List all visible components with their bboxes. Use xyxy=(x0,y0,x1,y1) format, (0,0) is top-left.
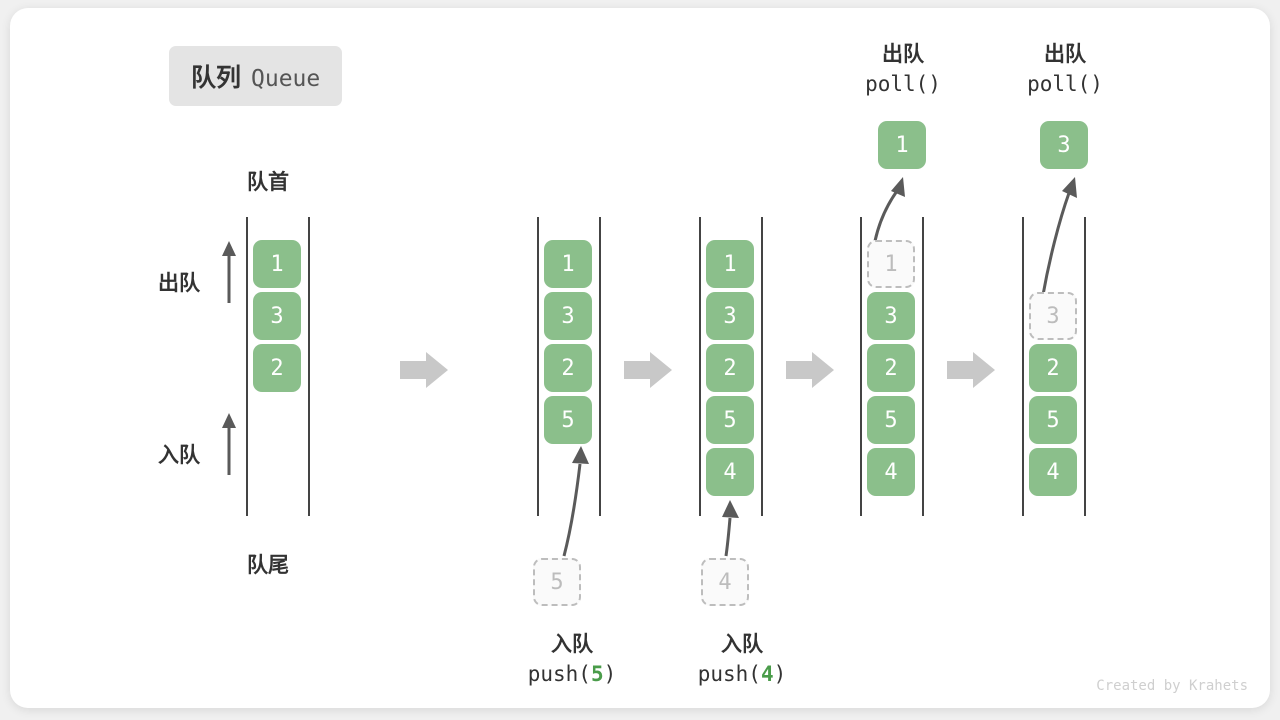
title-chinese: 队列 xyxy=(191,63,242,92)
operation-cn: 入队 xyxy=(721,632,763,656)
operation-label-poll-2: 出队 poll() xyxy=(975,38,1155,96)
operation-signature: poll() xyxy=(865,72,941,96)
queue-cell: 5 xyxy=(706,396,754,444)
queue-cell: 3 xyxy=(706,292,754,340)
rail-right-col5 xyxy=(1084,217,1086,516)
transition-arrow-icon xyxy=(947,352,995,388)
footer-credit: Created by Krahets xyxy=(1096,678,1248,694)
rail-right-col3 xyxy=(761,217,763,516)
operation-signature: push(4) xyxy=(697,662,787,686)
dequeue-arrow-col4 xyxy=(873,177,905,242)
rail-left-col5 xyxy=(1022,217,1024,516)
queue-cell: 5 xyxy=(1029,396,1077,444)
rail-right-col1 xyxy=(308,217,310,516)
incoming-element-ghost: 4 xyxy=(701,558,749,606)
queue-cell-ghost: 3 xyxy=(1029,292,1077,340)
operation-cn: 出队 xyxy=(1044,42,1086,66)
enqueue-direction-arrow xyxy=(222,413,236,475)
dequeue-arrow-col5 xyxy=(1041,177,1077,296)
queue-cell: 2 xyxy=(253,344,301,392)
operation-signature: push(5) xyxy=(527,662,617,686)
queue-cell: 1 xyxy=(706,240,754,288)
queue-cell: 3 xyxy=(544,292,592,340)
queue-cell: 1 xyxy=(253,240,301,288)
queue-cell-ghost: 1 xyxy=(867,240,915,288)
operation-cn: 出队 xyxy=(882,42,924,66)
rail-right-col2 xyxy=(599,217,601,516)
queue-cell: 4 xyxy=(867,448,915,496)
rail-left-col4 xyxy=(860,217,862,516)
transition-arrow-icon xyxy=(400,352,448,388)
queue-cell: 5 xyxy=(867,396,915,444)
enqueue-direction-label: 入队 xyxy=(158,443,200,467)
dequeue-direction-label: 出队 xyxy=(158,271,200,295)
rail-left-col2 xyxy=(537,217,539,516)
queue-cell: 2 xyxy=(706,344,754,392)
queue-cell: 3 xyxy=(867,292,915,340)
enqueue-arrow-col2 xyxy=(562,446,589,557)
rail-left-col1 xyxy=(246,217,248,516)
diagram-title-badge: 队列 Queue xyxy=(169,46,343,106)
queue-cell: 1 xyxy=(544,240,592,288)
queue-cell: 3 xyxy=(253,292,301,340)
title-english: Queue xyxy=(251,66,321,92)
operation-label-push5: 入队 push(5) xyxy=(472,628,672,686)
enqueue-arrow-col3 xyxy=(722,500,739,557)
operation-label-poll-1: 出队 poll() xyxy=(813,38,993,96)
queue-cell: 4 xyxy=(706,448,754,496)
incoming-element-ghost: 5 xyxy=(533,558,581,606)
queue-cell: 4 xyxy=(1029,448,1077,496)
operation-cn: 入队 xyxy=(551,632,593,656)
dequeued-element: 1 xyxy=(878,121,926,169)
operation-label-push4: 入队 push(4) xyxy=(642,628,842,686)
front-label: 队首 xyxy=(247,170,289,194)
queue-cell: 2 xyxy=(1029,344,1077,392)
transition-arrow-icon xyxy=(786,352,834,388)
rear-label: 队尾 xyxy=(247,553,289,577)
queue-cell: 5 xyxy=(544,396,592,444)
queue-cell: 2 xyxy=(544,344,592,392)
transition-arrow-icon xyxy=(624,352,672,388)
rail-right-col4 xyxy=(922,217,924,516)
queue-cell: 2 xyxy=(867,344,915,392)
dequeue-direction-arrow xyxy=(222,241,236,303)
diagram-card: 队列 Queue 队首 队尾 出队 入队 1 3 2 1 3 2 5 5 入队 … xyxy=(10,8,1270,708)
rail-left-col3 xyxy=(699,217,701,516)
dequeued-element: 3 xyxy=(1040,121,1088,169)
operation-signature: poll() xyxy=(1027,72,1103,96)
